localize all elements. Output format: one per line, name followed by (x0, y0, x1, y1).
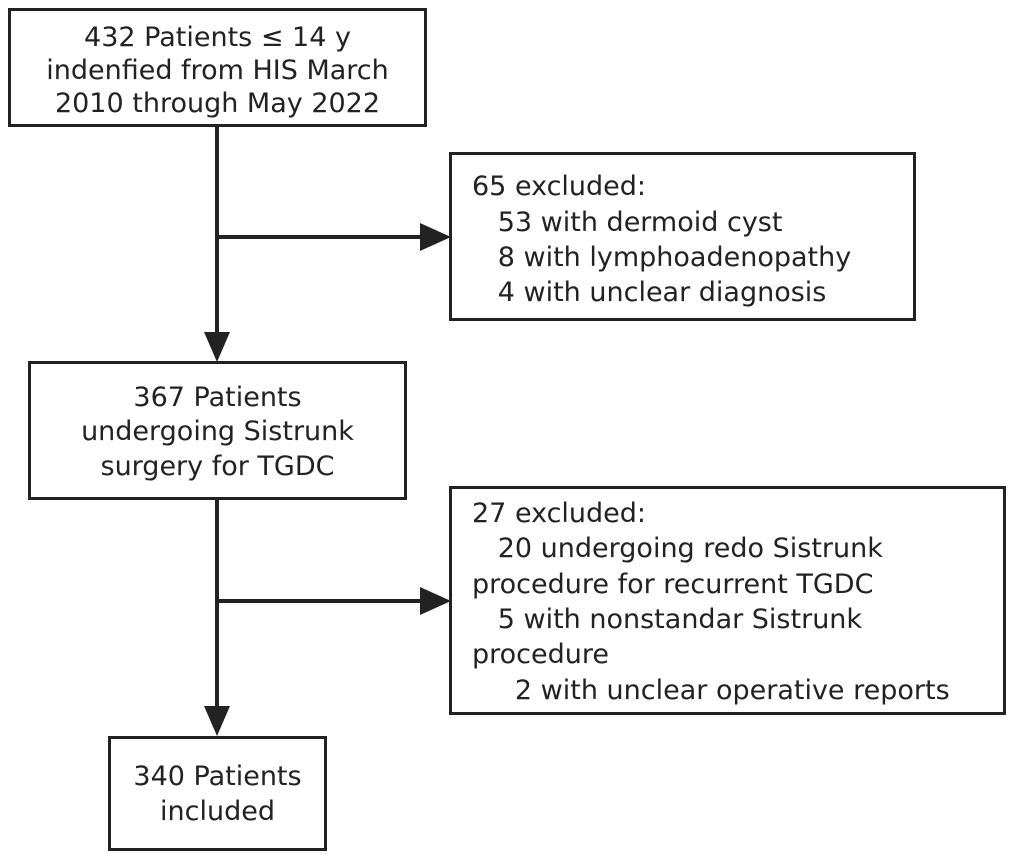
surgery-line-2: undergoing Sistrunk (81, 416, 354, 447)
included-line-2: included (160, 796, 275, 827)
surgery-patients-box: 367 Patients undergoing Sistrunk surgery… (28, 361, 407, 500)
excluded-1-line-2: 53 with dermoid cyst (472, 207, 783, 238)
excluded-box-2: 27 excluded: 20 undergoing redo Sistrunk… (449, 486, 1006, 715)
identified-line-3: 2010 through May 2022 (54, 88, 381, 119)
identified-line-2: indenfied from HIS March (46, 55, 389, 86)
excluded-box-1: 65 excluded: 53 with dermoid cyst 8 with… (449, 152, 916, 321)
surgery-line-3: surgery for TGDC (100, 451, 335, 482)
surgery-line-1: 367 Patients (133, 382, 302, 413)
excluded-1-line-4: 4 with unclear diagnosis (472, 277, 827, 308)
excluded-2-line-6: 2 with unclear operative reports (472, 675, 950, 706)
excluded-2-line-3: procedure for recurrent TGDC (472, 569, 874, 600)
included-patients-box: 340 Patients included (108, 736, 327, 851)
included-line-1: 340 Patients (133, 761, 302, 792)
excluded-1-line-1: 65 excluded: (472, 171, 647, 202)
excluded-2-line-2: 20 undergoing redo Sistrunk (472, 533, 883, 564)
identified-patients-box: 432 Patients ≤ 14 y indenfied from HIS M… (8, 8, 427, 127)
excluded-1-line-3: 8 with lymphoadenopathy (472, 242, 852, 273)
arrow-right-1 (420, 223, 451, 251)
excluded-2-line-1: 27 excluded: (472, 498, 647, 529)
identified-line-1: 432 Patients ≤ 14 y (84, 22, 351, 53)
arrow-right-2 (420, 587, 451, 615)
arrow-down-2 (204, 706, 230, 736)
excluded-2-line-4: 5 with nonstandar Sistrunk (472, 604, 863, 635)
arrow-down-1 (204, 332, 230, 362)
excluded-2-line-5: procedure (472, 639, 609, 670)
